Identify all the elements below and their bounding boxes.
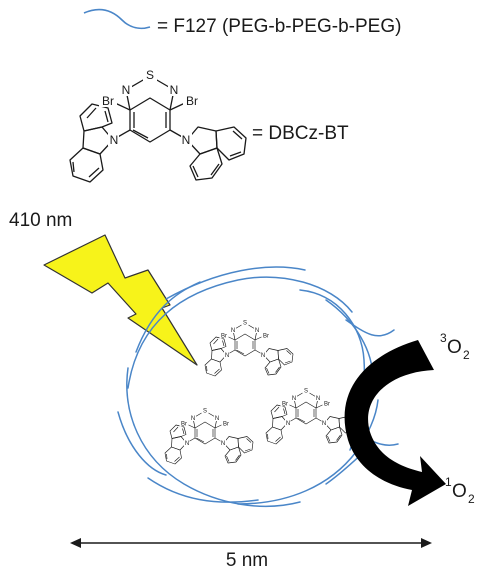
wavelength-label: 410 nm: [9, 210, 72, 231]
polymer-strand: [237, 399, 379, 505]
polymer-strand: [345, 319, 395, 337]
polymer-strand: [165, 266, 306, 300]
lightning-bolt-icon: [43, 234, 198, 366]
svg-text:3: 3: [440, 331, 447, 345]
polymer-legend-label: = F127 (PEG-b-PEG-b-PEG): [157, 16, 401, 37]
polymer-strand: [117, 411, 167, 476]
triplet-oxygen-label: 3 O 2: [440, 331, 470, 362]
singlet-oxygen-label: 1 O 2: [445, 475, 475, 506]
oxygen-conversion-arrow: [344, 340, 446, 506]
svg-text:2: 2: [468, 492, 475, 506]
svg-text:2: 2: [463, 348, 470, 362]
svg-text:O: O: [447, 337, 462, 358]
svg-text:O: O: [452, 481, 467, 502]
scale-bar: [70, 538, 432, 548]
polymer-strand: [147, 477, 259, 503]
svg-text:1: 1: [445, 475, 452, 489]
polymer-strand: [135, 281, 201, 353]
polymer-strand: [127, 276, 353, 389]
polymer-strand: [126, 367, 301, 507]
scale-label: 5 nm: [226, 550, 268, 570]
polymer-legend-strand: [83, 8, 151, 30]
dye-legend-label: = DBCz-BT: [252, 123, 349, 144]
